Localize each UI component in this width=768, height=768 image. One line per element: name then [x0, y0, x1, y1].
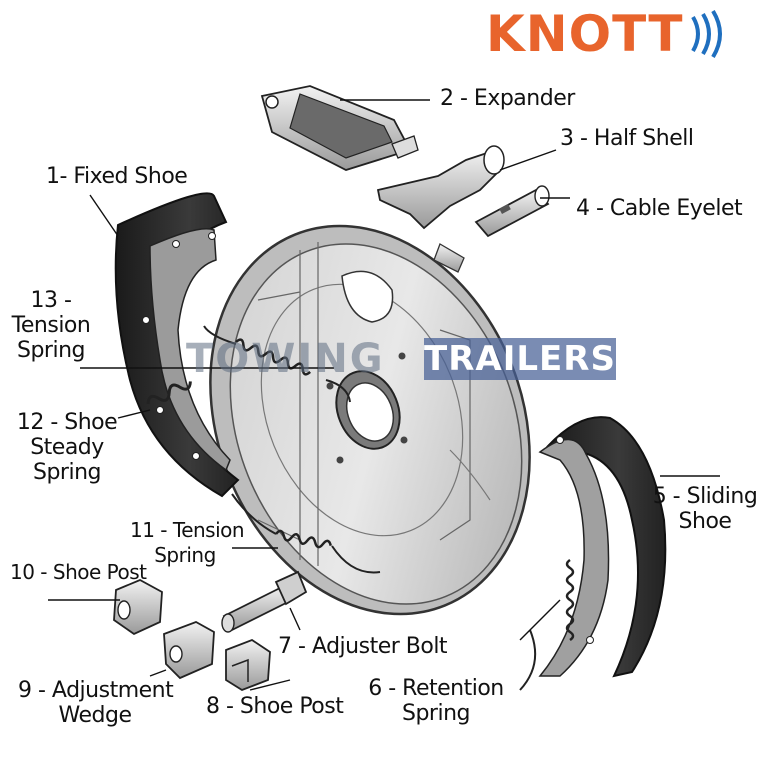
label-tension-spring-11: 11 - Tension Spring [130, 518, 245, 568]
sliding-shoe [538, 416, 667, 678]
label-sliding-shoe: 5 - Sliding Shoe [650, 484, 760, 534]
adjuster-bolt [221, 570, 308, 633]
tension-spring-11 [231, 493, 381, 574]
label-sliding-shoe-line1: 5 - Sliding [652, 484, 758, 509]
label-adjustment-wedge-line2: Wedge [58, 703, 132, 728]
shoe-steady-spring [146, 381, 192, 405]
leader-lines [48, 99, 720, 691]
label-adjustment-wedge-line1: 9 - Adjustment [18, 678, 174, 703]
shoe-post-10 [113, 579, 163, 636]
label-sliding-shoe-line2: Shoe [678, 509, 732, 534]
label-shoe-post-10: 10 - Shoe Post [10, 560, 147, 584]
label-tension-spring-13-line2: Tension [11, 313, 91, 338]
label-expander: 2 - Expander [440, 86, 575, 111]
label-shoe-steady-spring: 12 - Shoe Steady Spring [14, 410, 120, 485]
retention-spring [519, 558, 575, 691]
label-adjustment-wedge: 9 - Adjustment Wedge [18, 678, 174, 728]
fixed-shoe [114, 192, 240, 498]
label-tension-spring-13-line1: 13 - [30, 288, 72, 313]
label-retention-spring-line1: 6 - Retention [368, 676, 504, 701]
label-half-shell: 3 - Half Shell [560, 126, 694, 151]
label-tension-spring-11-line2: Spring [154, 543, 216, 567]
backing-plate [209, 224, 531, 616]
expander [260, 85, 419, 171]
label-shoe-steady-spring-line1: 12 - Shoe [16, 410, 118, 435]
knott-logo: KNOTT [486, 4, 727, 64]
label-tension-spring-11-line1: 11 - Tension [130, 518, 245, 542]
logo-arcs-icon [691, 9, 723, 59]
label-retention-spring: 6 - Retention Spring [366, 676, 506, 726]
label-shoe-steady-spring-line3: Spring [33, 460, 102, 485]
label-retention-spring-line2: Spring [402, 701, 471, 726]
label-adjuster-bolt: 7 - Adjuster Bolt [278, 634, 448, 659]
label-tension-spring-13: 13 - Tension Spring [4, 288, 98, 363]
half-shell [376, 145, 505, 230]
shoe-post-8 [225, 638, 271, 692]
label-shoe-post-8: 8 - Shoe Post [206, 694, 344, 719]
label-cable-eyelet: 4 - Cable Eyelet [576, 196, 743, 221]
label-tension-spring-13-line3: Spring [17, 338, 86, 363]
cable-eyelet [474, 185, 550, 238]
adjustment-wedge [163, 621, 215, 680]
logo-text: KNOTT [486, 5, 684, 63]
label-fixed-shoe: 1- Fixed Shoe [46, 164, 188, 189]
label-shoe-steady-spring-line2: Steady [30, 435, 104, 460]
tension-spring-13 [203, 325, 351, 403]
